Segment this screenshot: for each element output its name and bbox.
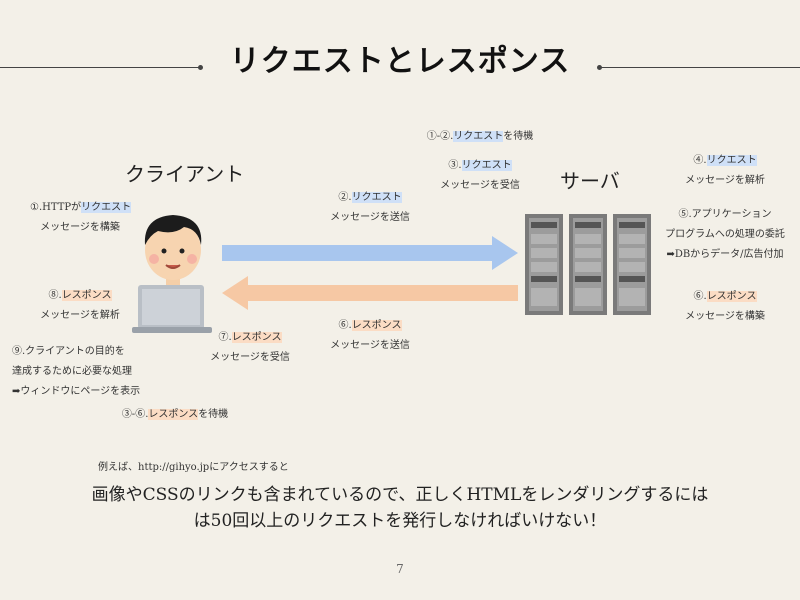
footer-line-2: は50回以上のリクエストを発行しなければいけない！: [193, 511, 607, 531]
example-note: 例えば、http://gihyo.jpにアクセスすると: [98, 462, 289, 473]
wait36-label: ③-⑥.レスポンスを待機: [121, 409, 229, 420]
page-title: リクエストとレスポンス: [229, 44, 571, 79]
title-rule-left: [0, 67, 200, 68]
server-rack-icon: [525, 214, 651, 315]
title-rule-left-dot: [198, 65, 203, 70]
step7-label: ⑦.レスポンス メッセージを受信: [210, 332, 290, 363]
wait12-label: ①-②.リクエストを待機: [426, 131, 534, 142]
server-heading: サーバ: [560, 169, 620, 193]
title-rule-right-dot: [597, 65, 602, 70]
client-heading: クライアント: [125, 162, 245, 186]
title-rule-right: [600, 67, 800, 68]
step9-label: ⑨.クライアントの目的を 達成するために必要な処理 ➡ウィンドウにページを表示: [12, 346, 141, 397]
step3-label: ③.リクエスト メッセージを受信: [440, 160, 520, 191]
step2-label: ②.リクエスト メッセージを送信: [330, 192, 410, 223]
footer-line-1: 画像やCSSのリンクも含まれているので、正しくHTMLをレンダリングするには: [91, 485, 709, 505]
page-number: 7: [396, 562, 404, 576]
client-person-icon: [132, 215, 212, 333]
response-arrow: [222, 276, 518, 310]
step4-label: ④.リクエスト メッセージを解析: [685, 155, 765, 186]
step5-label: ⑤.アプリケーション プログラムへの処理の委託 ➡DBからデータ/広告付加: [665, 209, 785, 260]
step8-label: ⑧.レスポンス メッセージを解析: [40, 290, 120, 321]
step6-server-label: ⑥.レスポンス メッセージを構築: [685, 291, 765, 322]
step6-label: ⑥.レスポンス メッセージを送信: [330, 320, 410, 351]
request-arrow: [222, 236, 518, 270]
step1-label: ①.HTTPがリクエスト メッセージを構築: [30, 202, 132, 233]
